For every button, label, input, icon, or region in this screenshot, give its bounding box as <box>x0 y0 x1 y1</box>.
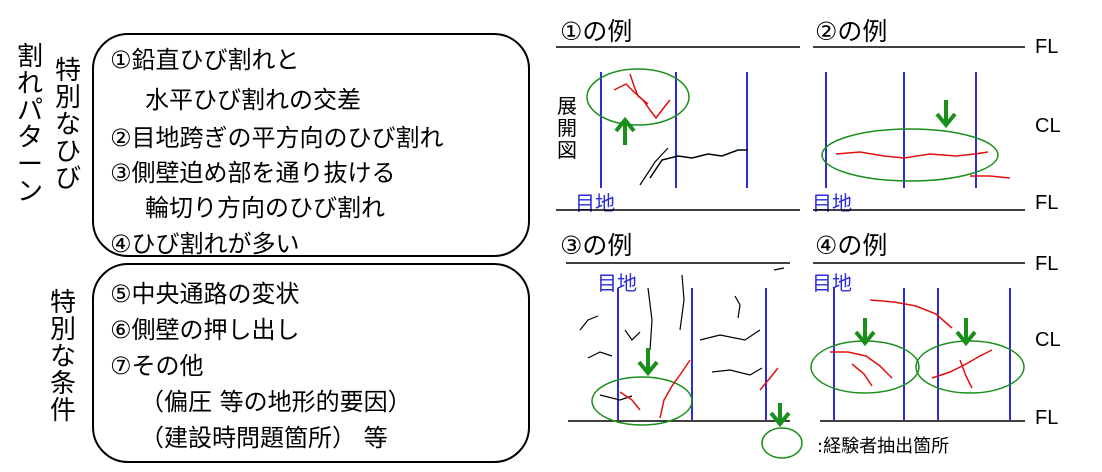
ex2-red-crack-b <box>970 175 1011 179</box>
ex4-arrow-2 <box>955 318 977 347</box>
condition-item-7a: （偏圧 等の地形的要因） <box>140 388 412 416</box>
ex2-arrow <box>935 100 957 129</box>
ex3-black-crack-c <box>679 274 685 331</box>
ex3-red-crack <box>659 359 691 419</box>
pattern-vertical-label-a: 割れパターン <box>16 42 43 207</box>
example-3-title: ③の例 <box>560 231 633 260</box>
ex3-red-crack-c <box>759 367 779 391</box>
pattern-item-3b: 輪切り方向のひび割れ <box>145 194 385 222</box>
ex4-red-crack-d <box>959 359 973 389</box>
legend-ellipse <box>761 427 803 459</box>
ex4-red-crack-b <box>851 363 873 387</box>
ex3-highlight <box>591 376 693 426</box>
ex3-black-crack-b <box>647 287 653 351</box>
pattern-item-2: ②目地跨ぎの平方向のひび割れ <box>110 124 444 152</box>
fl-label-top: FL <box>1035 36 1059 58</box>
joint-label-ex1: 目地 <box>575 191 615 215</box>
joint-label-ex2: 目地 <box>812 191 852 215</box>
ex3-black-crack-d <box>699 329 761 341</box>
joint-label-ex4: 目地 <box>812 271 852 295</box>
example-2-title: ②の例 <box>815 17 888 46</box>
ex1-highlight <box>586 68 690 126</box>
fl-label-mid: FL <box>1035 192 1059 214</box>
pattern-item-1b: 水平ひび割れの交差 <box>145 86 361 114</box>
ex4-highlight-1 <box>810 340 920 394</box>
pattern-item-4: ④ひび割れが多い <box>110 230 300 258</box>
development-view-label: 展開図 <box>557 94 577 162</box>
cl-label-lower: CL <box>1035 329 1061 351</box>
ex1-black-crack-b <box>639 147 669 186</box>
ex1-arrow <box>614 116 636 145</box>
pattern-vertical-label-b: 特別なひび <box>54 56 81 194</box>
condition-item-7: ⑦その他 <box>110 352 204 380</box>
ex3-black-crack-g <box>624 329 641 341</box>
ex1-red-crack-b <box>629 73 649 105</box>
ex3-black-crack-h <box>734 295 741 319</box>
ex1-red-crack <box>613 83 671 120</box>
ex1-black-crack <box>649 149 748 179</box>
pattern-item-3a: ③側壁迫め部を通り抜ける <box>110 159 396 187</box>
ex3-red-crack-b <box>619 391 641 411</box>
condition-item-6: ⑥側壁の押し出し <box>110 316 300 344</box>
example-4-title: ④の例 <box>815 231 888 260</box>
fl-label-mid2: FL <box>1035 253 1059 275</box>
legend-arrow <box>769 403 791 428</box>
ex3-black-crack-i <box>773 267 785 271</box>
pattern-item-1a: ①鉛直ひび割れと <box>110 46 300 74</box>
ex4-red-crack-a <box>830 351 893 379</box>
ex3-black-crack-a <box>579 315 599 331</box>
fl-label-bottom: FL <box>1035 407 1059 429</box>
condition-item-7b: （建設時問題箇所） 等 <box>140 424 388 452</box>
ex4-red-crack-top <box>869 299 953 329</box>
example-1-title: ①の例 <box>560 17 633 46</box>
ex2-red-crack <box>835 151 989 159</box>
condition-item-5: ⑤中央通路の変状 <box>110 280 300 308</box>
condition-box <box>92 263 530 463</box>
cl-label-upper: CL <box>1035 115 1061 137</box>
condition-vertical-label: 特別な条件 <box>49 288 76 426</box>
ex3-black-crack-e <box>711 367 763 376</box>
legend-label: :経験者抽出箇所 <box>817 436 950 457</box>
ex2-highlight <box>821 128 999 182</box>
ex4-red-crack-c <box>931 349 993 379</box>
ex4-arrow-1 <box>854 318 876 347</box>
pattern-box <box>92 33 530 257</box>
ex3-black-crack-f <box>587 351 613 359</box>
ex3-arrow <box>637 348 659 377</box>
